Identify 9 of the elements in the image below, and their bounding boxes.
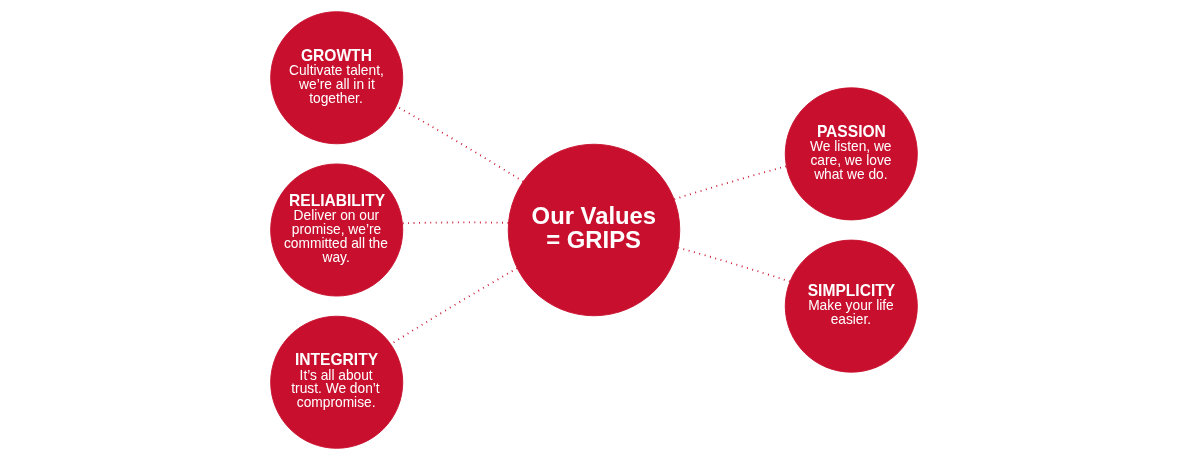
node-circle: INTEGRITY It’s all about trust. We don’t compromise. — [270, 315, 404, 449]
node-circle: PASSION We listen, we care, we love what we do. — [784, 87, 918, 221]
connector — [401, 221, 510, 225]
connector — [673, 165, 788, 201]
node-circle: RELIABILITY Deliver on our promise, we’re committed all the way. — [270, 163, 404, 297]
node-circle: Our Values = GRIPS — [507, 143, 681, 317]
node-circle: GROWTH Cultivate talent, we’re all in it together. — [270, 11, 404, 145]
node-circle: SIMPLICITY Make your life easier. — [784, 239, 918, 373]
connector — [677, 246, 791, 283]
